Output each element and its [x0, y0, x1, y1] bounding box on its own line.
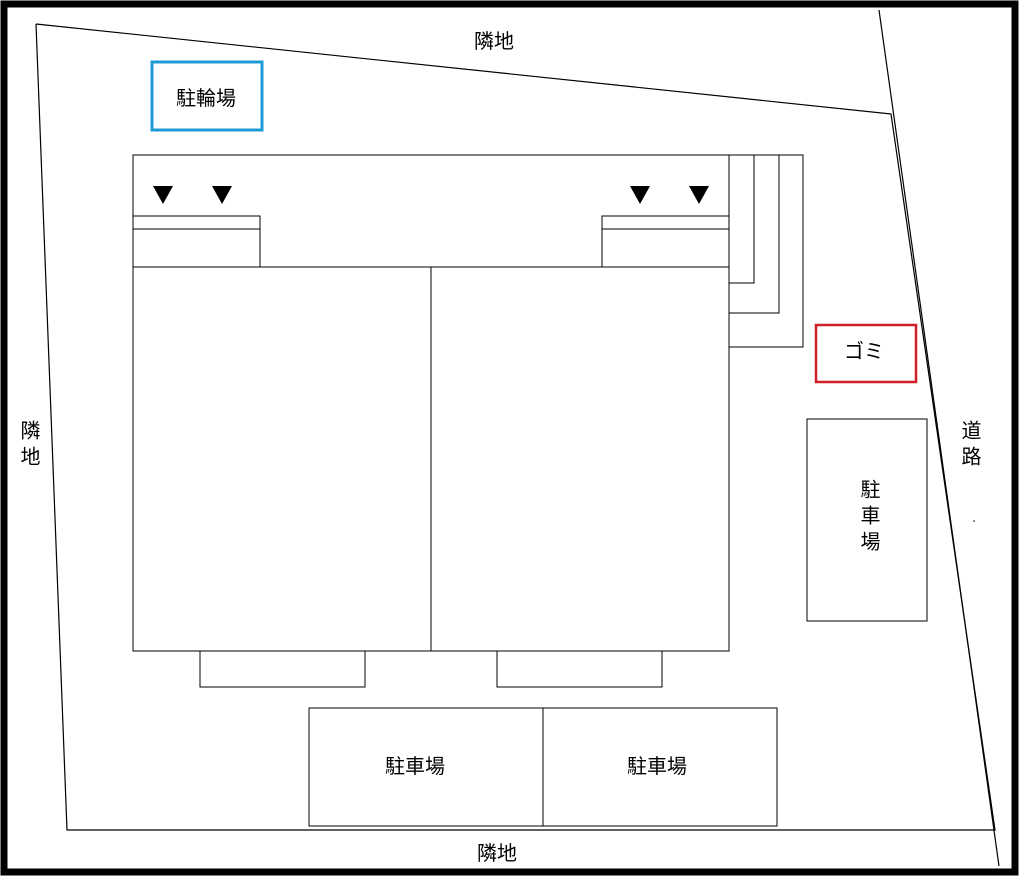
parking-right — [806, 418, 928, 622]
parking-right-label: 駐車場 — [857, 479, 881, 557]
neighbor-bottom-label: 隣地 — [477, 841, 517, 865]
road-label: 道路 — [958, 420, 982, 472]
entry-box-right — [601, 215, 730, 268]
road-dot — [973, 520, 975, 522]
garbage-label: ゴミ — [844, 339, 884, 363]
balcony-left — [199, 650, 366, 688]
bicycle-parking-box — [150, 60, 264, 132]
entrance-marker-icon — [153, 186, 173, 204]
entrance-marker-icon — [689, 186, 709, 204]
neighbor-left-label: 隣地 — [17, 420, 41, 472]
entrance-marker-icon — [212, 186, 232, 204]
entry-box-left — [132, 215, 261, 268]
bicycle-parking-label: 駐輪場 — [176, 86, 236, 110]
property-boundary — [35, 23, 996, 831]
balcony-right — [496, 650, 663, 688]
stair-step-inner — [729, 155, 755, 284]
road-edge-line — [878, 9, 1000, 867]
neighbor-top-label: 隣地 — [474, 29, 514, 53]
entrance-marker-icon — [630, 186, 650, 204]
stair-step-middle — [729, 155, 780, 314]
garbage-box — [814, 323, 918, 384]
stair-step-outer — [729, 154, 804, 348]
parking-bottom-right-label: 駐車場 — [627, 754, 687, 778]
parking-bottom-left-label: 駐車場 — [385, 754, 445, 778]
